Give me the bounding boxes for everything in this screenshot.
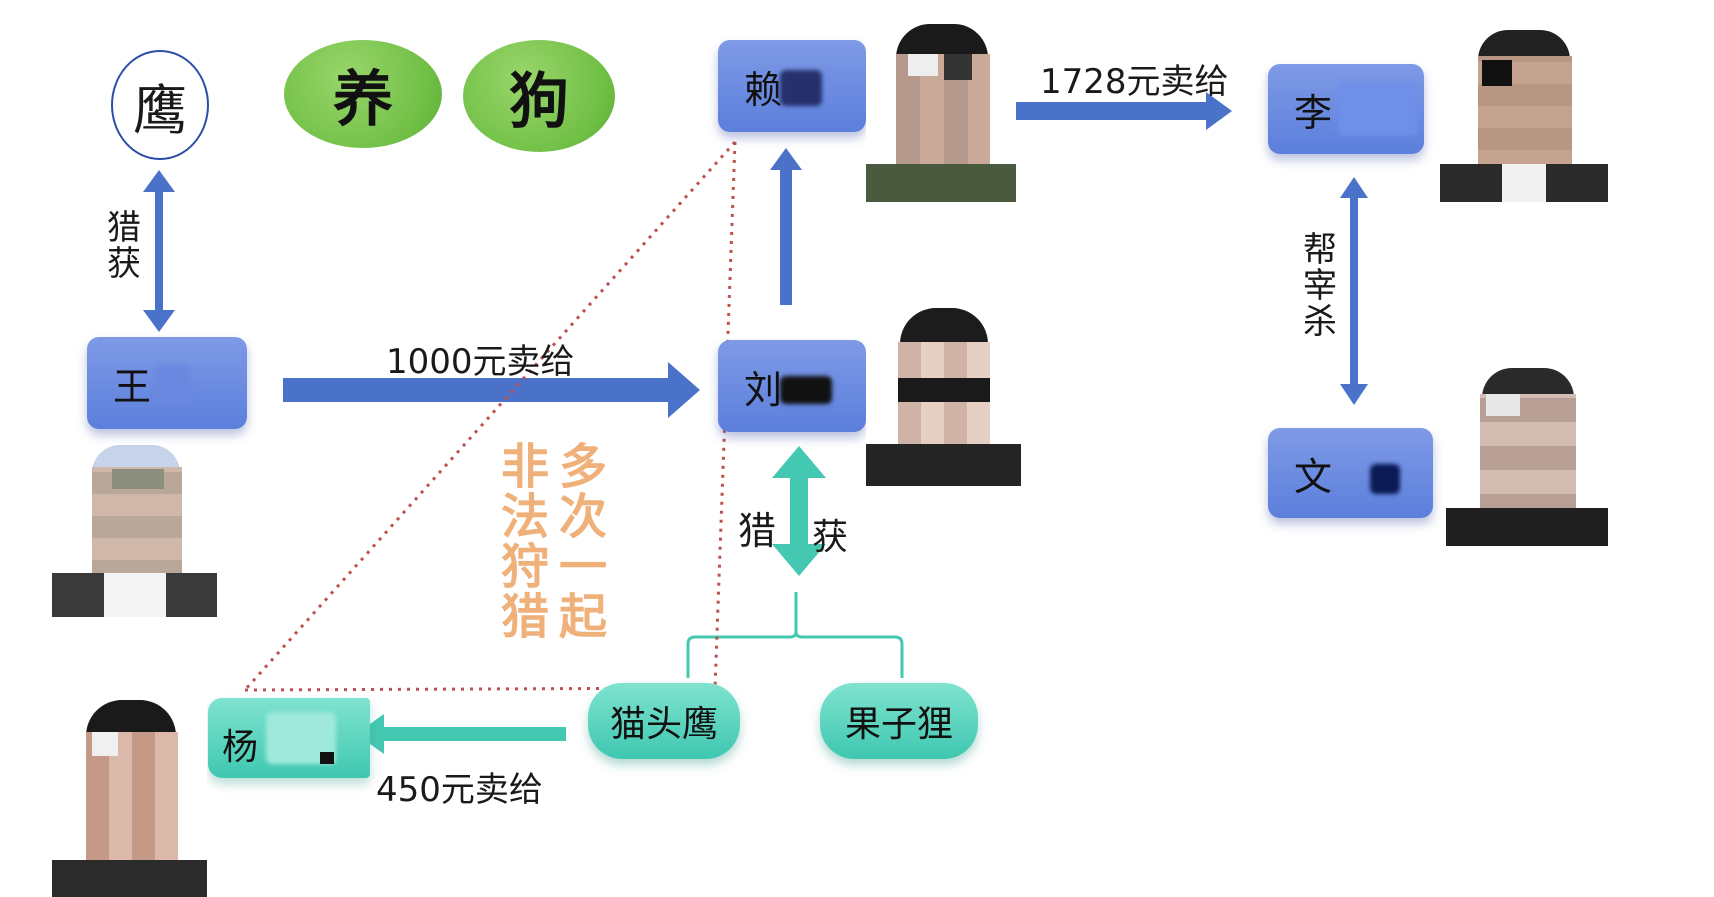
node-li: 李 bbox=[1268, 64, 1424, 154]
liu-hunt-arrow bbox=[772, 446, 826, 576]
hunt-left-label: 猎 bbox=[738, 509, 777, 553]
li-wen-arrow bbox=[1340, 177, 1368, 405]
node-liu: 刘 bbox=[718, 340, 866, 432]
photo-lai bbox=[866, 24, 1016, 202]
node-owl: 猫头鹰 bbox=[588, 683, 740, 759]
name-mask bbox=[155, 365, 191, 405]
node-lai: 赖 bbox=[718, 40, 866, 132]
edge-wang-liu-label: 1000元卖给 bbox=[386, 342, 575, 382]
edge-to-yang-label: 450元卖给 bbox=[376, 770, 543, 810]
liu-lai-arrow bbox=[770, 148, 802, 305]
node-owl-label: 猫头鹰 bbox=[609, 704, 718, 745]
note-col-illegal: 非法狩猎 bbox=[500, 439, 549, 645]
node-li-label: 李 bbox=[1294, 90, 1333, 135]
eagle-wang-arrow bbox=[143, 170, 175, 332]
node-wen-label: 文 bbox=[1294, 454, 1333, 499]
node-wang-label: 王 bbox=[113, 364, 152, 409]
title-char-1: 养 bbox=[333, 64, 393, 135]
photo-wang bbox=[52, 445, 217, 617]
hunt-right-label: 获 bbox=[812, 517, 849, 558]
eagle-node: 鹰 bbox=[111, 50, 209, 160]
node-lai-label: 赖 bbox=[744, 67, 783, 112]
node-yang: 杨 bbox=[208, 698, 370, 778]
name-mask-dark bbox=[320, 752, 334, 764]
eagle-label: 鹰 bbox=[133, 78, 187, 142]
title-char-2: 狗 bbox=[509, 66, 569, 137]
name-mask bbox=[780, 376, 832, 404]
lai-li-arrow bbox=[1015, 92, 1232, 130]
title-circle-2: 狗 bbox=[463, 40, 615, 152]
dotted-triangle bbox=[243, 141, 737, 692]
edge-help-kill-label: 帮宰杀 bbox=[1303, 230, 1337, 342]
node-yang-label: 杨 bbox=[222, 727, 259, 768]
photo-wen bbox=[1446, 368, 1608, 546]
node-liu-label: 刘 bbox=[744, 367, 783, 412]
node-wen: 文 bbox=[1268, 428, 1433, 518]
wang-liu-arrow bbox=[283, 362, 700, 418]
node-wang: 王 bbox=[87, 337, 247, 429]
animal-bracket bbox=[686, 592, 904, 678]
photo-liu bbox=[866, 308, 1021, 486]
photo-yang bbox=[52, 700, 207, 897]
node-civet: 果子狸 bbox=[820, 683, 978, 759]
owl-yang-arrow bbox=[356, 714, 566, 754]
name-mask bbox=[780, 70, 822, 106]
photo-li bbox=[1440, 30, 1608, 202]
node-civet-label: 果子狸 bbox=[844, 704, 953, 745]
name-mask bbox=[1338, 82, 1418, 136]
hunt-label-eagle: 猎获 bbox=[107, 208, 141, 284]
name-mask bbox=[1370, 464, 1400, 494]
note-col-together: 多次一起 bbox=[558, 439, 607, 645]
edge-lai-li-label: 1728元卖给 bbox=[1040, 62, 1229, 102]
title-circle-1: 养 bbox=[284, 40, 442, 148]
